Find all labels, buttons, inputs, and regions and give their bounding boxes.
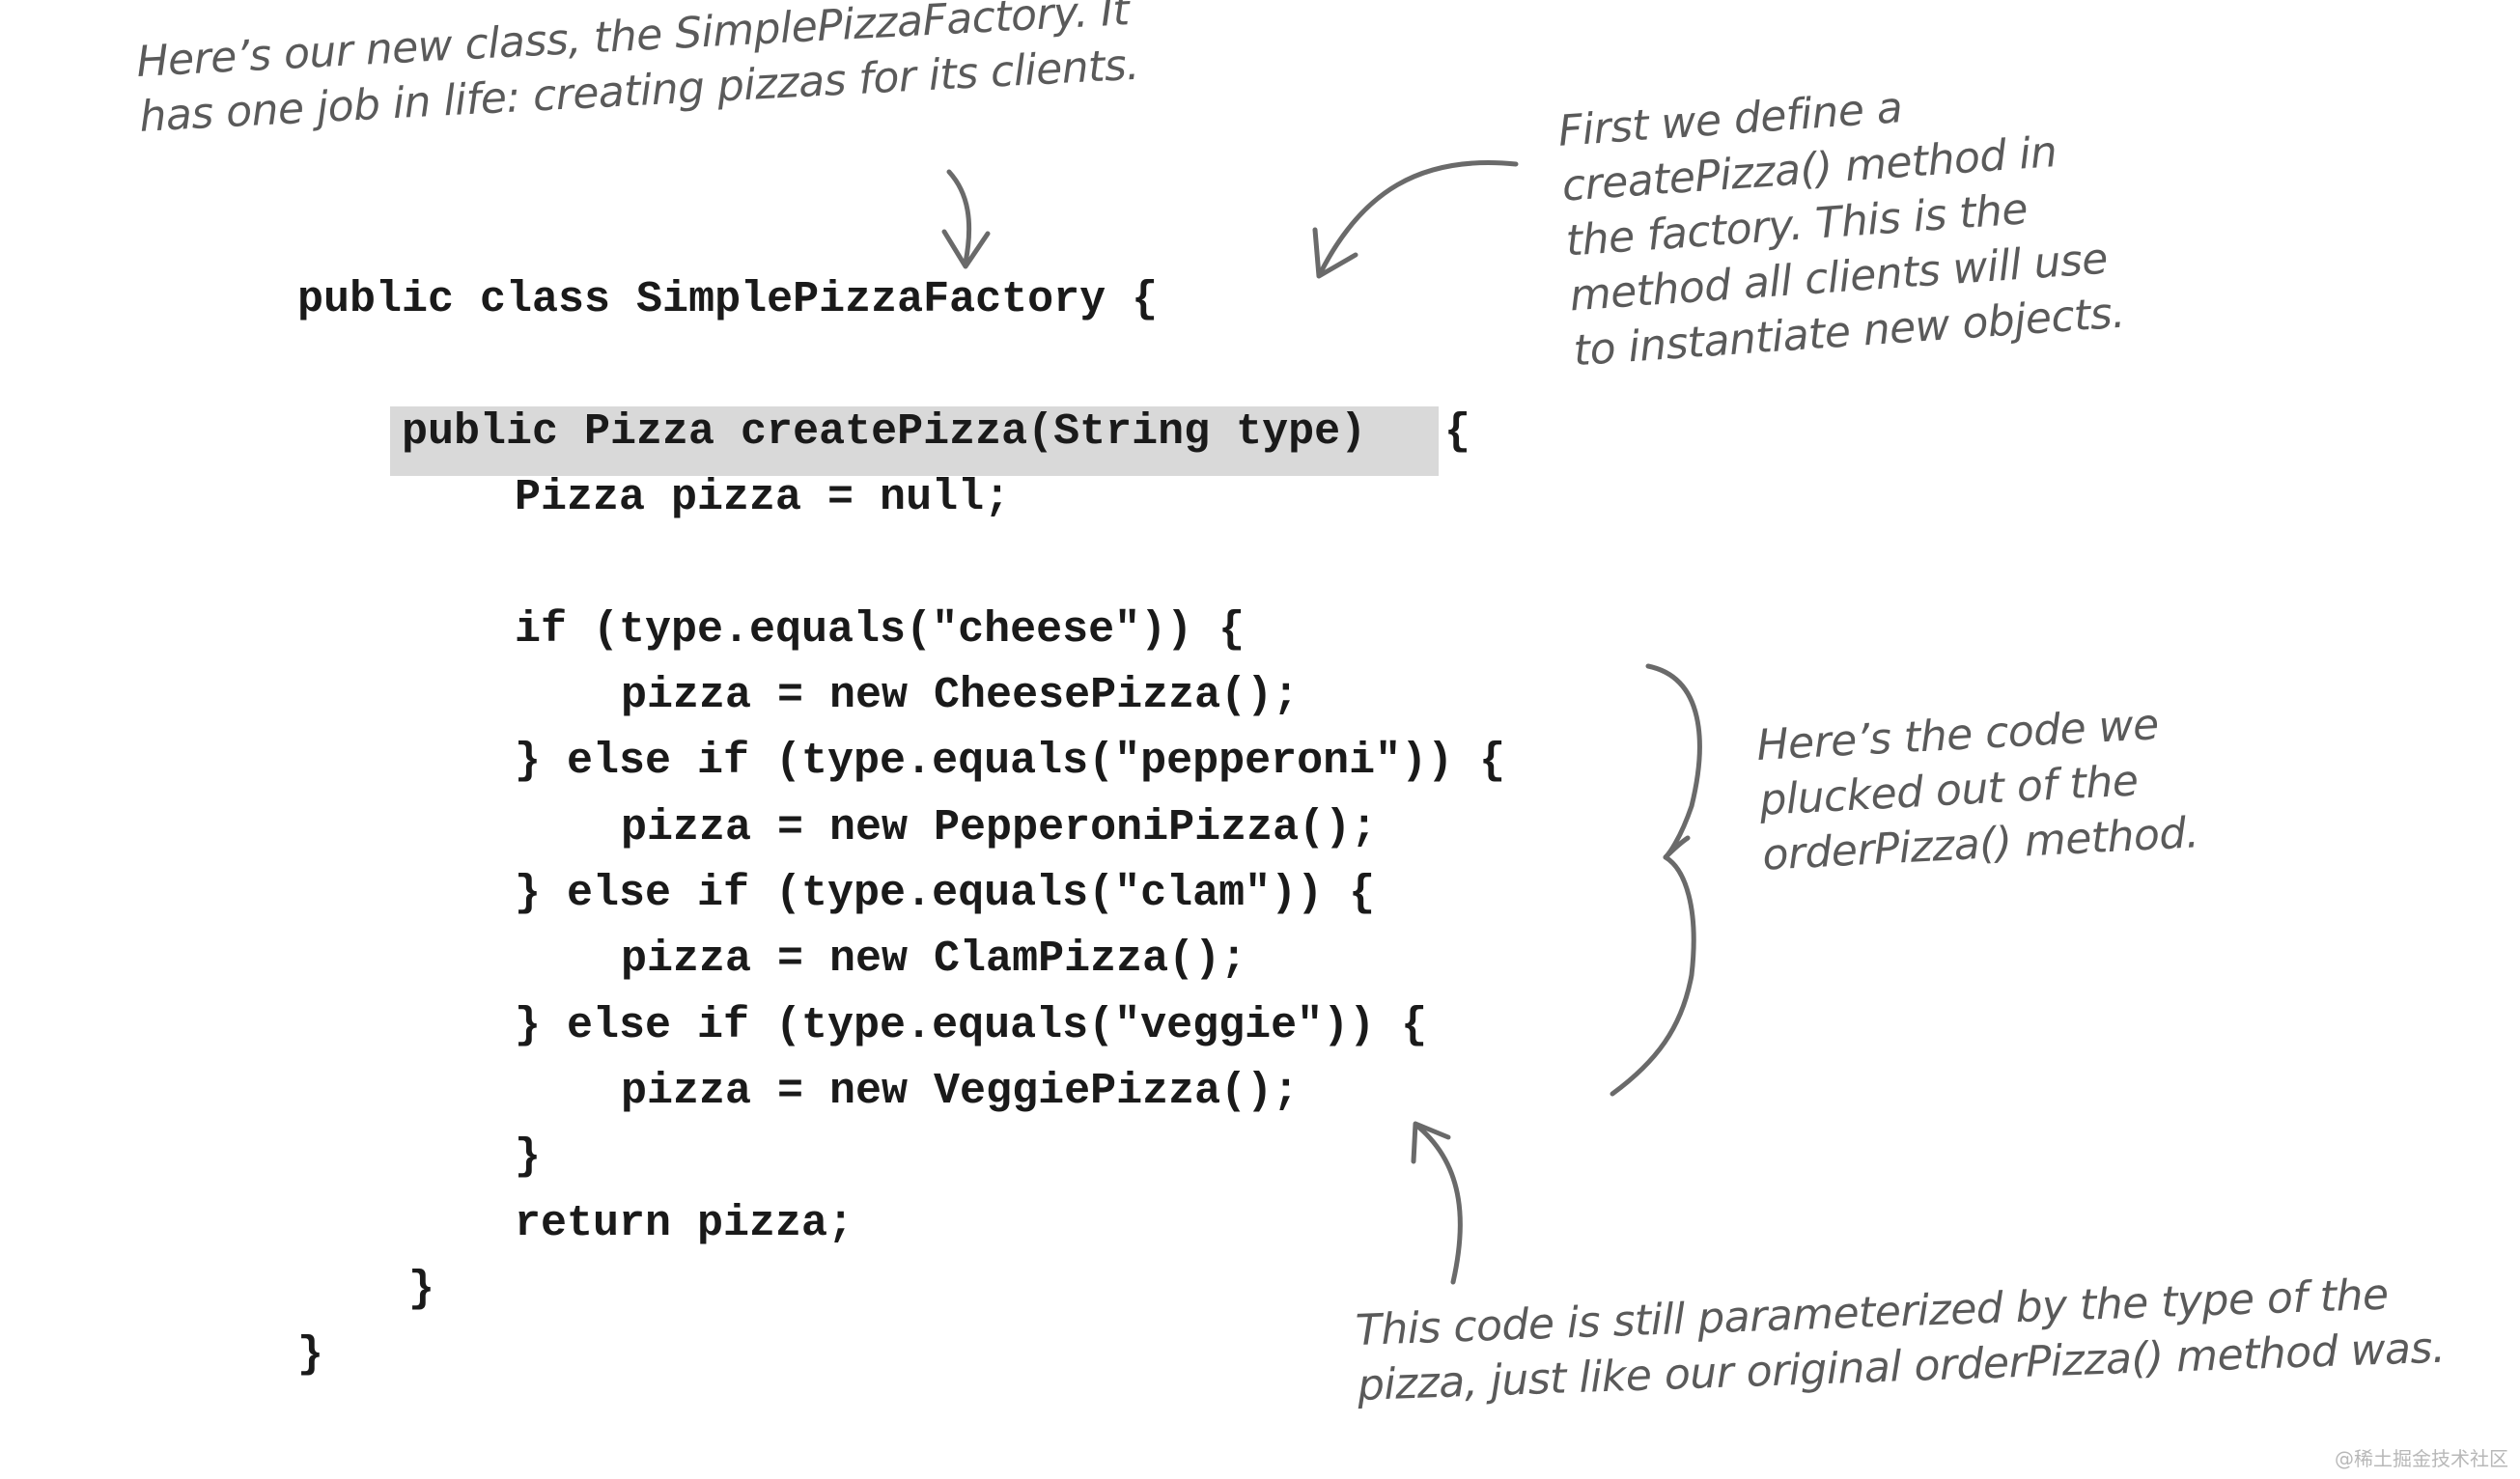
code-line-new-cheese: pizza = new CheesePizza(); bbox=[621, 671, 1300, 720]
code-line-method-close-brace: } bbox=[408, 1265, 435, 1314]
code-line-new-pepperoni: pizza = new PepperoniPizza(); bbox=[621, 803, 1378, 852]
code-line-if-veggie: } else if (type.equals("veggie")) { bbox=[515, 1001, 1428, 1050]
method-annotation: First we define a createPizza() method i… bbox=[1556, 66, 2126, 378]
code-line-class-close-brace: } bbox=[297, 1330, 324, 1380]
code-line-if-cheese: if (type.equals("cheese")) { bbox=[515, 605, 1246, 655]
code-line-if-clam: } else if (type.equals("clam")) { bbox=[515, 869, 1376, 918]
watermark: @稀土掘金技术社区 bbox=[2335, 1447, 2508, 1470]
code-line-method-signature: public Pizza createPizza(String type) bbox=[402, 407, 1367, 457]
code-line-if-close-brace: } bbox=[515, 1132, 542, 1182]
code-line-new-clam: pizza = new ClamPizza(); bbox=[621, 935, 1247, 984]
code-line-pizza-null: Pizza pizza = null; bbox=[515, 473, 1011, 522]
code-line-new-veggie: pizza = new VeggiePizza(); bbox=[621, 1067, 1300, 1116]
code-line-if-pepperoni: } else if (type.equals("pepperoni")) { bbox=[515, 737, 1506, 786]
code-line-return-pizza: return pizza; bbox=[515, 1199, 854, 1248]
code-line-class-declaration: public class SimplePizzaFactory { bbox=[297, 275, 1159, 324]
create-pizza-signature-highlight bbox=[390, 406, 1439, 476]
code-line-method-open-brace: { bbox=[1444, 407, 1471, 457]
plucked-annotation: Here’s the code we plucked out of the or… bbox=[1755, 695, 2200, 882]
